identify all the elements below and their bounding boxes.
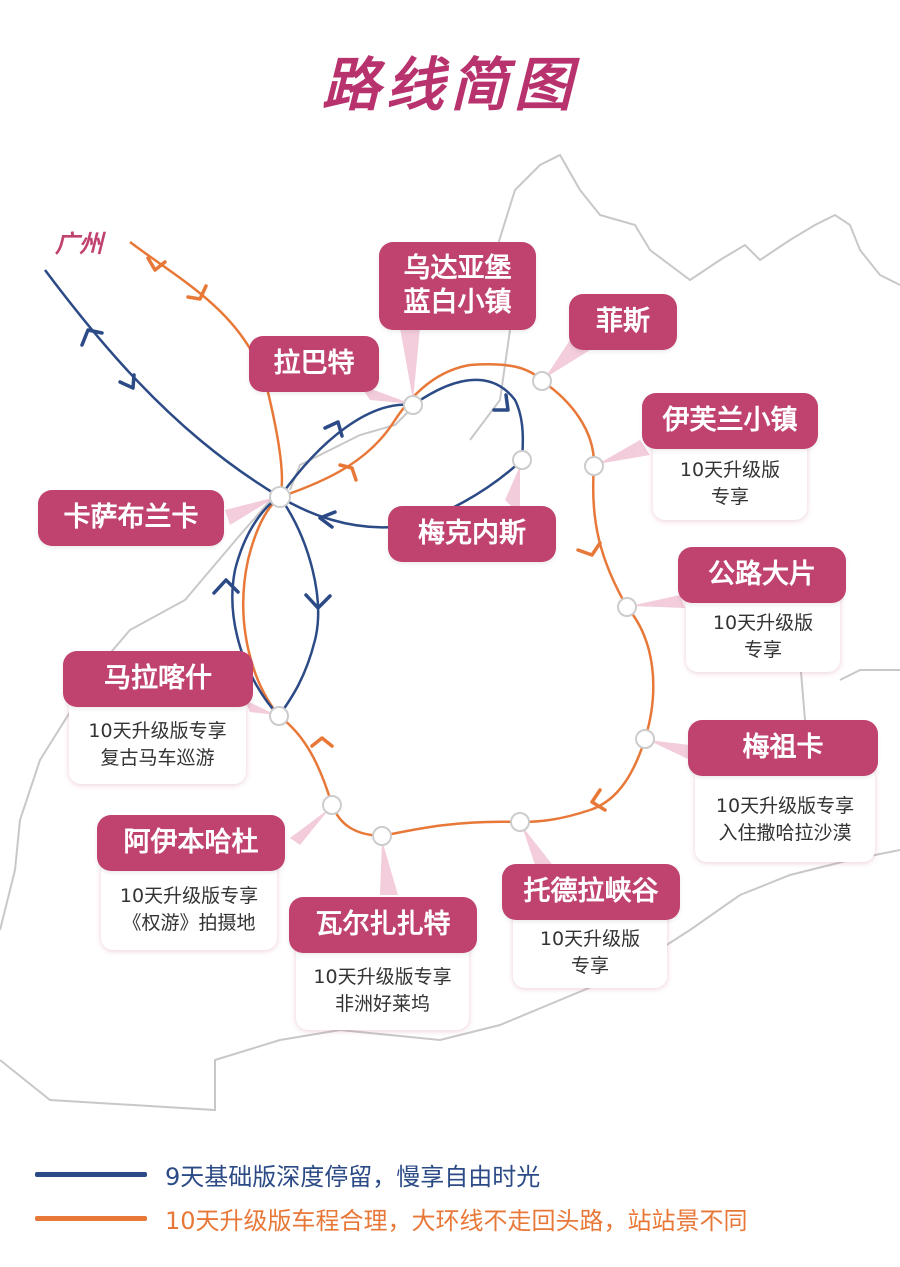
page-title: 路线简图: [321, 51, 578, 119]
orange-arrow-5: [590, 788, 607, 812]
stop-label-merzouga: 梅祖卡: [688, 720, 878, 776]
border-south: [0, 849, 900, 1112]
node-rabat: [403, 395, 423, 415]
stop-note-marrakech: 10天升级版专享 复古马车巡游: [69, 696, 246, 784]
blue-arrow-7: [212, 578, 240, 595]
stop-label-fes: 菲斯: [569, 294, 677, 350]
stop-label-ait-benhaddou: 阿伊本哈杜: [97, 815, 285, 871]
stop-label-ouarzazate: 瓦尔扎扎特: [289, 897, 477, 953]
legend-upgrade-swatch: [35, 1216, 147, 1221]
node-todra: [510, 812, 530, 832]
stop-label-rabat: 拉巴特: [249, 336, 379, 392]
legend-upgrade: 10天升级版车程合理，大环线不走回头路，站站景不同: [35, 1201, 748, 1236]
blue-arrow-2: [118, 373, 136, 390]
node-fes: [532, 371, 552, 391]
node-ifrane: [584, 456, 604, 476]
stop-note-road-film: 10天升级版 专享: [686, 592, 840, 672]
stop-label-meknes: 梅克内斯: [388, 506, 556, 562]
node-road-film: [617, 597, 637, 617]
stop-label-casablanca: 卡萨布兰卡: [38, 490, 224, 546]
blue-arrow-1: [80, 328, 104, 347]
node-ait-benhaddou: [322, 795, 342, 815]
orange-arrow-6: [310, 736, 334, 748]
coast-detail: [289, 409, 411, 491]
border-west: [0, 494, 276, 931]
stop-note-ifrane: 10天升级版 专享: [653, 438, 807, 520]
node-ouarzazate: [372, 826, 392, 846]
blue-arrow-3: [323, 420, 344, 438]
stop-nodes: [269, 371, 655, 846]
orange-arrow-4: [576, 541, 602, 557]
country-borders: [0, 153, 900, 1112]
legend-basic: 9天基础版深度停留，慢享自由时光: [35, 1157, 540, 1192]
stop-label-udaya: 乌达亚堡 蓝白小镇: [379, 242, 536, 330]
stop-label-road-film: 公路大片: [678, 547, 846, 603]
stop-label-ifrane: 伊芙兰小镇: [642, 393, 818, 449]
stop-note-todra: 10天升级版 专享: [513, 908, 667, 988]
stop-note-ouarzazate: 10天升级版专享 非洲好莱坞: [296, 942, 469, 1030]
blue-arrow-6: [304, 593, 332, 610]
node-marrakech: [269, 706, 289, 726]
stop-label-marrakech: 马拉喀什: [63, 651, 253, 707]
blue-arrow-5: [318, 510, 337, 529]
node-merzouga: [635, 729, 655, 749]
orange-arrow-1: [146, 256, 167, 272]
border-north-coast: [469, 153, 900, 441]
stop-note-ait-benhaddou: 10天升级版专享 《权游》拍摄地: [101, 860, 277, 950]
label-pointers: [225, 328, 690, 895]
direction-arrows: [80, 256, 607, 812]
legend-upgrade-text: 10天升级版车程合理，大环线不走回头路，站站景不同: [165, 1207, 748, 1235]
origin-label: 广州: [55, 230, 103, 258]
node-casablanca: [269, 486, 291, 508]
orange-arrow-2: [186, 284, 208, 301]
stop-label-todra: 托德拉峡谷: [502, 864, 680, 920]
blue-arrow-4: [492, 393, 510, 412]
orange-arrow-3: [338, 463, 358, 482]
legend-basic-text: 9天基础版深度停留，慢享自由时光: [165, 1163, 541, 1191]
stop-note-merzouga: 10天升级版专享 入住撒哈拉沙漠: [695, 765, 875, 862]
node-meknes: [512, 450, 532, 470]
legend-basic-swatch: [35, 1172, 147, 1177]
